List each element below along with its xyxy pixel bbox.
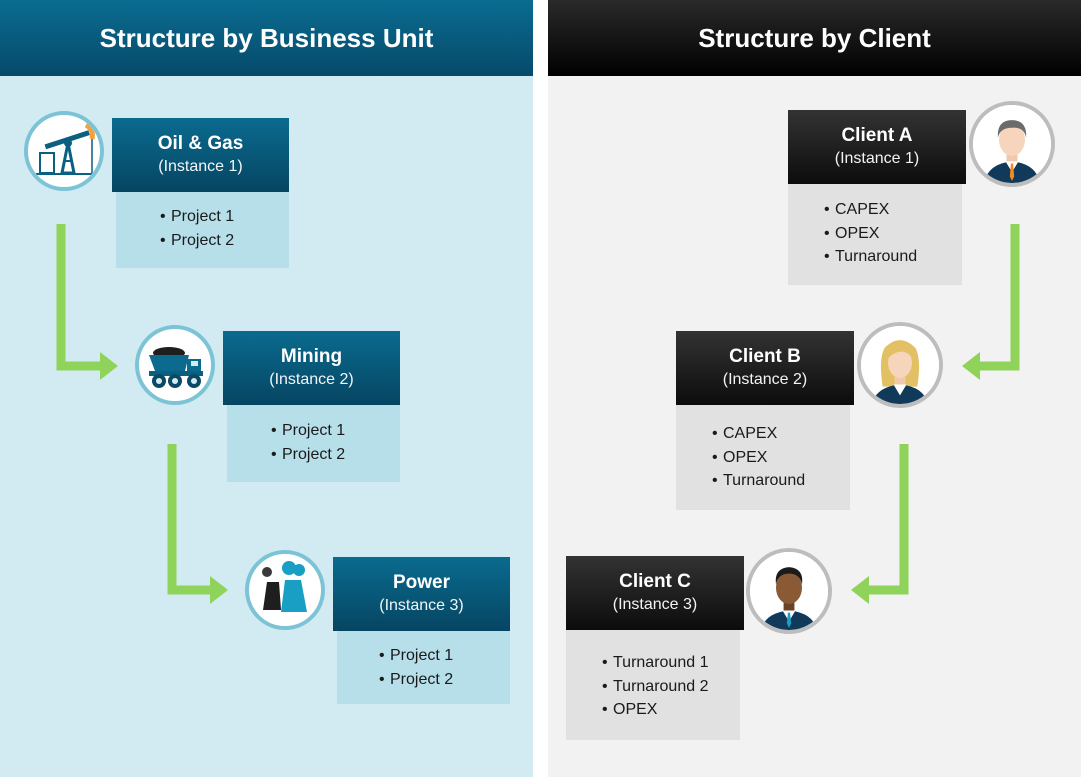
unit-instance: (Instance 3) bbox=[379, 597, 464, 614]
mining-unit-header: Mining (Instance 2) bbox=[223, 331, 400, 405]
list-item: •OPEX bbox=[824, 224, 880, 242]
list-item: •Project 1 bbox=[271, 422, 346, 439]
mining-truck-icon bbox=[135, 325, 215, 405]
client-name: Client C bbox=[619, 571, 691, 592]
client-c-item-list: •Turnaround 1 •Turnaround 2 •OPEX bbox=[566, 630, 740, 740]
oil-gas-unit-header: Oil & Gas (Instance 1) bbox=[112, 118, 289, 192]
client-name: Client B bbox=[729, 346, 801, 367]
list-item: •CAPEX bbox=[712, 425, 778, 442]
unit-name: Oil & Gas bbox=[157, 133, 244, 154]
client-b-header: Client B (Instance 2) bbox=[676, 331, 854, 405]
client-instance: (Instance 2) bbox=[722, 371, 808, 388]
client-a-header: Client A (Instance 1) bbox=[788, 110, 966, 184]
unit-name: Power bbox=[392, 572, 451, 593]
list-item: •Project 2 bbox=[379, 670, 454, 688]
list-item: •OPEX bbox=[602, 701, 658, 718]
woman-avatar-icon bbox=[857, 322, 943, 408]
list-item: •Turnaround 1 bbox=[602, 654, 709, 671]
mining-project-list: •Project 1 •Project 2 bbox=[227, 404, 400, 482]
business-unit-panel: Structure by Business Unit •Project 1 •P… bbox=[0, 0, 533, 777]
unit-instance: (Instance 1) bbox=[158, 158, 243, 175]
power-project-list: •Project 1 •Project 2 bbox=[337, 630, 510, 704]
list-item: •Project 2 bbox=[160, 231, 235, 249]
client-instance: (Instance 1) bbox=[834, 150, 920, 167]
list-item: •Turnaround bbox=[824, 248, 918, 265]
unit-instance: (Instance 2) bbox=[269, 371, 354, 388]
client-c-header: Client C (Instance 3) bbox=[566, 556, 744, 630]
list-item: •OPEX bbox=[712, 448, 768, 466]
list-item: •Turnaround bbox=[712, 472, 806, 489]
client-name: Client A bbox=[841, 125, 913, 146]
list-item: •Project 1 bbox=[379, 647, 454, 664]
man-avatar-icon bbox=[746, 548, 832, 634]
list-item: •Project 2 bbox=[271, 445, 346, 463]
list-item: •Turnaround 2 bbox=[602, 677, 709, 695]
oil-pump-icon bbox=[24, 111, 104, 191]
power-unit-header: Power (Instance 3) bbox=[333, 557, 510, 631]
oil-gas-project-list: •Project 1 •Project 2 bbox=[116, 192, 289, 268]
list-item: •CAPEX bbox=[824, 201, 890, 218]
list-item: •Project 1 bbox=[160, 208, 235, 225]
client-panel: Structure by Client •CAPEX •OPEX •Turnar… bbox=[548, 0, 1081, 777]
client-structure-title: Structure by Client bbox=[548, 0, 1081, 76]
client-instance: (Instance 3) bbox=[612, 596, 698, 613]
business-unit-title: Structure by Business Unit bbox=[0, 0, 533, 76]
power-plant-icon bbox=[245, 550, 325, 630]
man-avatar-icon bbox=[969, 101, 1055, 187]
client-b-item-list: •CAPEX •OPEX •Turnaround bbox=[676, 404, 850, 510]
unit-name: Mining bbox=[280, 346, 343, 367]
client-a-item-list: •CAPEX •OPEX •Turnaround bbox=[788, 184, 962, 285]
